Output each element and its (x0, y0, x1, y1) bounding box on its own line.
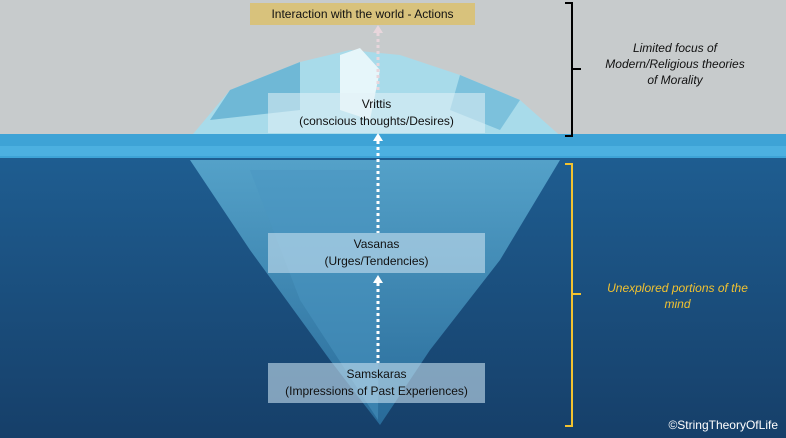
level-desc: (conscious thoughts/Desires) (299, 114, 454, 128)
level-samskaras: Samskaras (Impressions of Past Experienc… (268, 363, 485, 403)
annotation-line: Unexplored portions of the (607, 281, 748, 295)
below-water-bracket (565, 163, 573, 427)
level-name: Vrittis (361, 97, 392, 111)
level-name: Samskaras (346, 367, 407, 381)
annotation-line: mind (664, 297, 691, 311)
annotation-line: of Morality (647, 73, 703, 87)
above-annotation: Limited focus of Modern/Religious theori… (590, 40, 760, 88)
level-vasanas: Vasanas (Urges/Tendencies) (268, 233, 485, 273)
bracket-tick (573, 68, 581, 70)
annotation-line: Modern/Religious theories (605, 57, 745, 71)
level-desc: (Urges/Tendencies) (324, 254, 429, 268)
above-water-bracket (565, 2, 573, 137)
watermark: ©StringTheoryOfLife (668, 418, 778, 432)
dotted-arrow (373, 25, 383, 363)
bracket-tick (573, 293, 581, 295)
level-vrittis: Vrittis (conscious thoughts/Desires) (268, 93, 485, 133)
level-desc: (Impressions of Past Experiences) (285, 384, 468, 398)
below-annotation: Unexplored portions of the mind (590, 280, 765, 312)
actions-box: Interaction with the world - Actions (250, 3, 475, 25)
level-name: Vasanas (353, 237, 400, 251)
annotation-line: Limited focus of (632, 41, 718, 55)
